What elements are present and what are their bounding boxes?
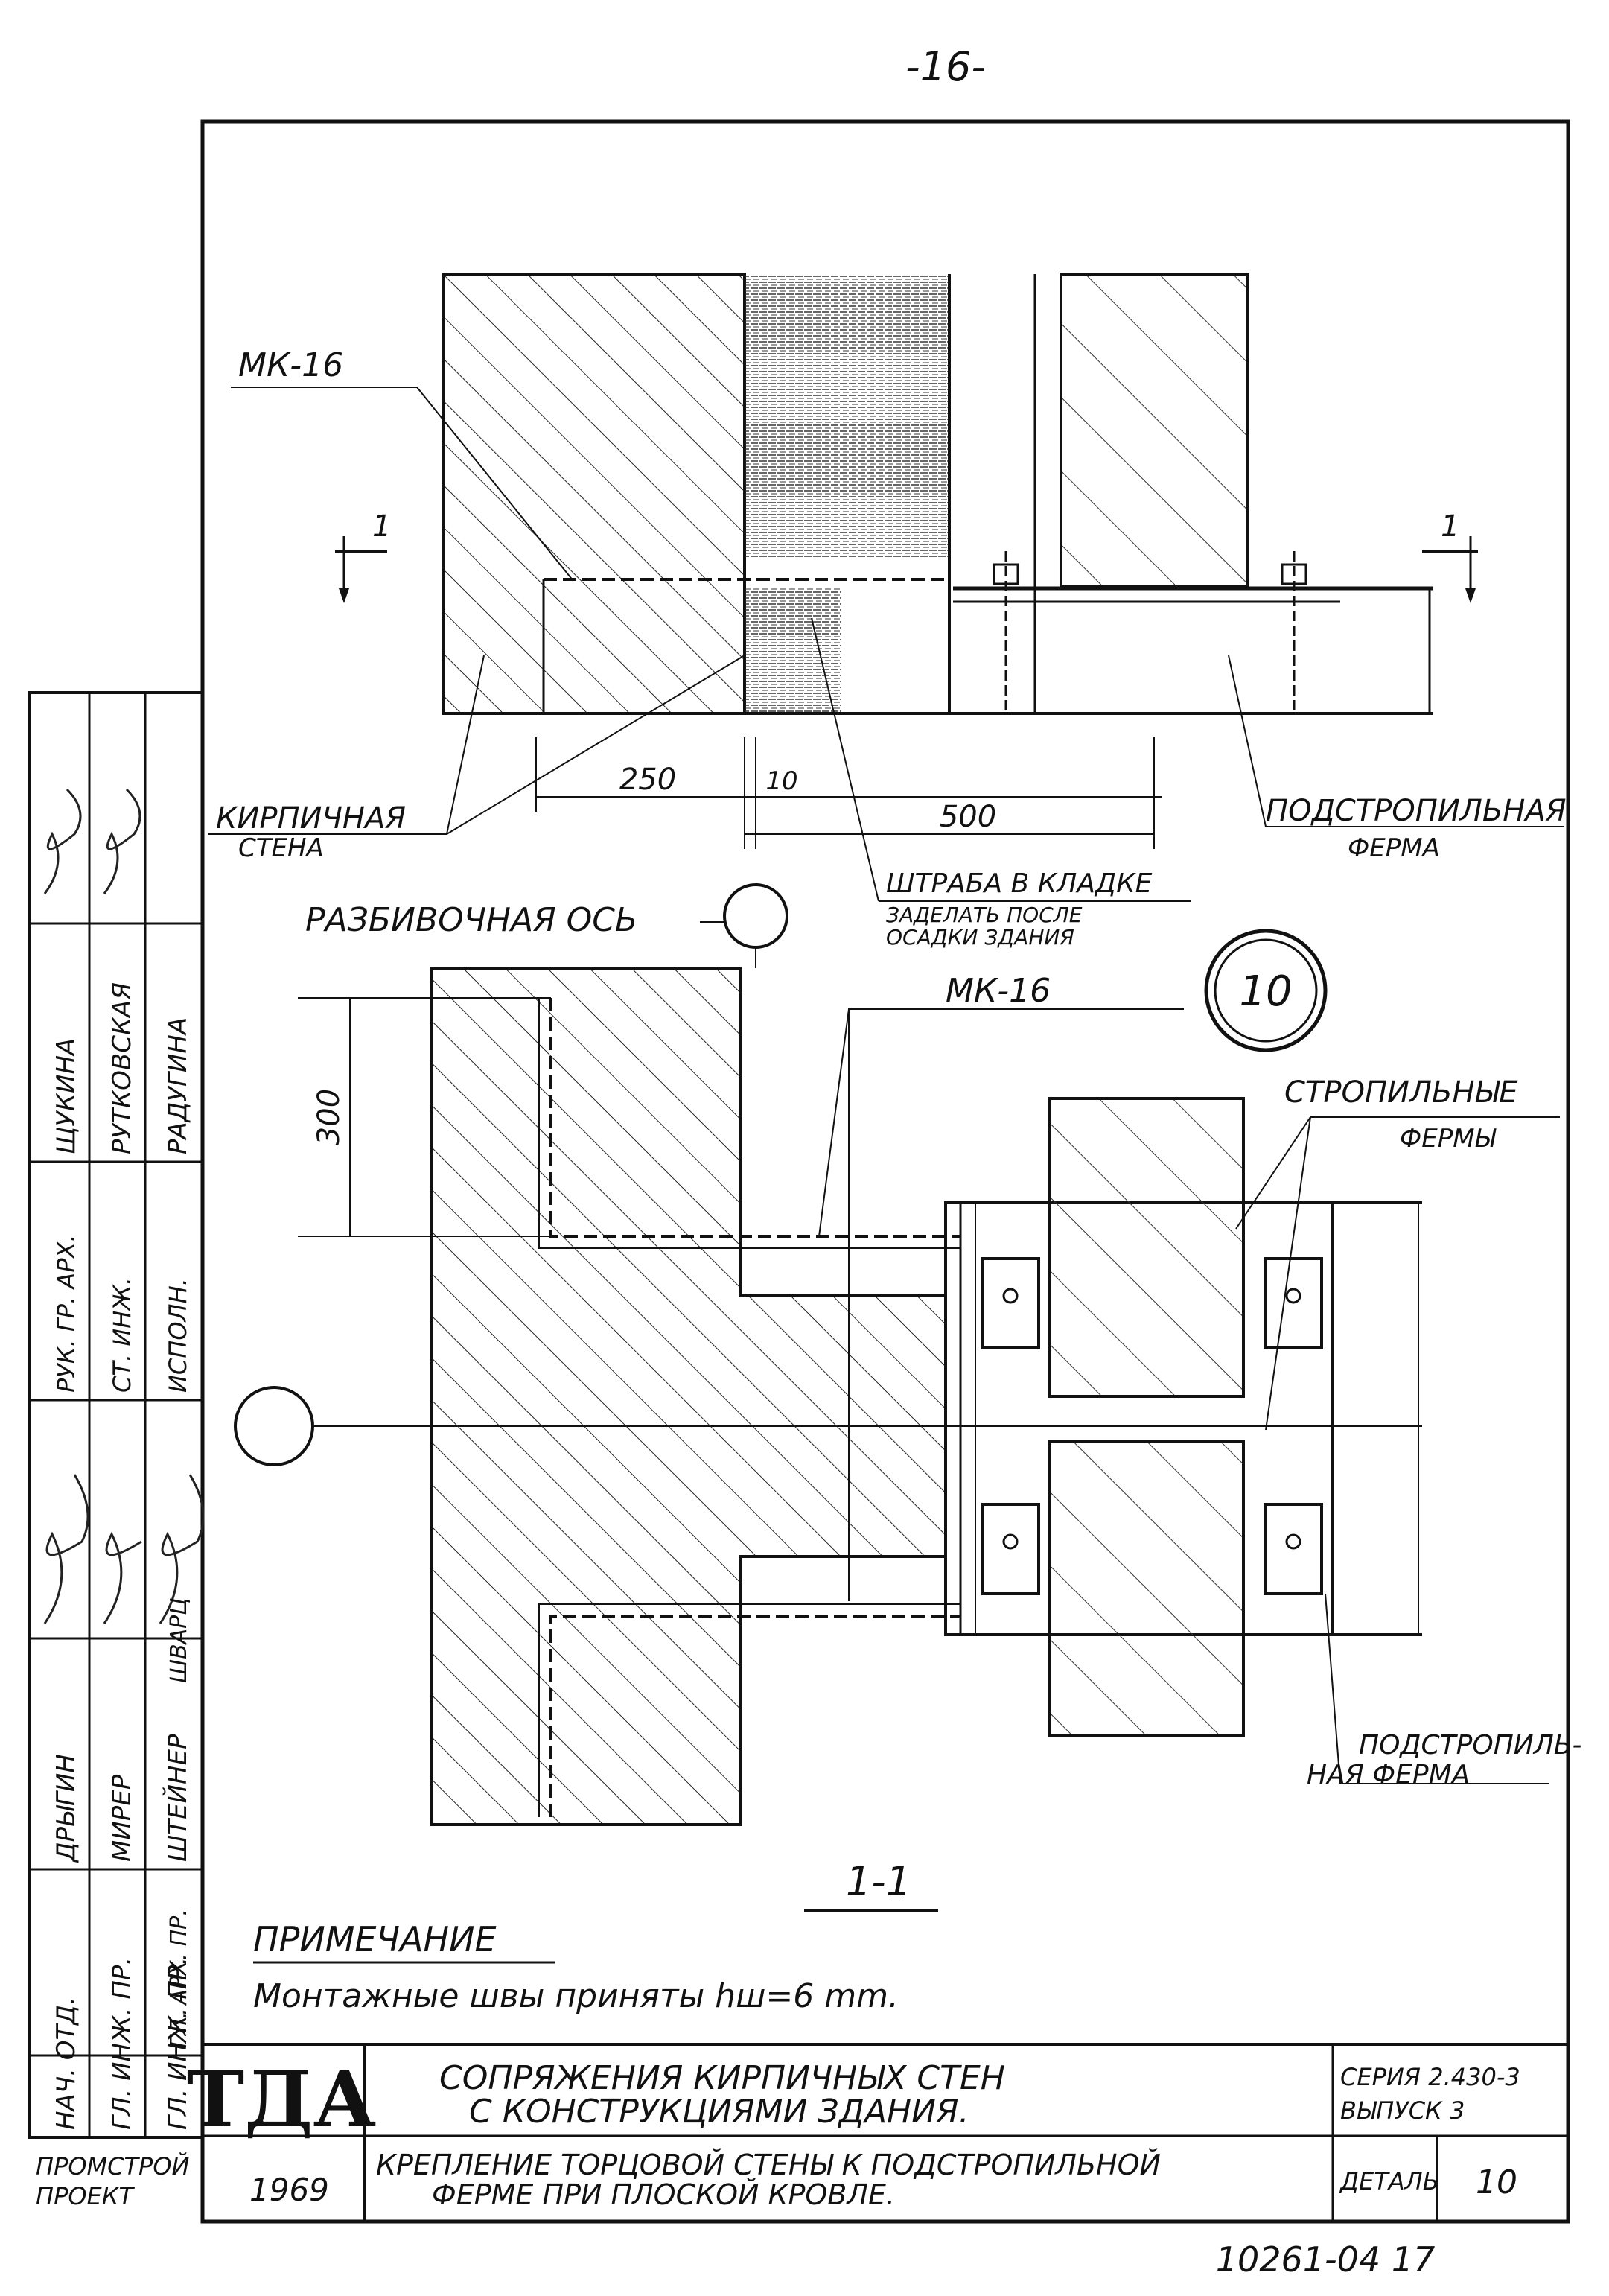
series-label-1: Серия 2.430-3 xyxy=(1340,2063,1520,2091)
note-text: Монтажные швы приняты hш=6 mm. xyxy=(253,1977,899,2015)
plate-upper-right xyxy=(1264,1257,1323,1349)
stamp-role-4: Рук. гр. арх. xyxy=(52,1234,80,1393)
roof-truss-label-2: фермы xyxy=(1400,1124,1497,1154)
title-sub-1: Крепление торцовой стены к подстропильно… xyxy=(376,2149,1161,2181)
brick-wall-section xyxy=(430,967,947,1826)
sub-truss-section-label-2: ная ферма xyxy=(1307,1760,1470,1790)
stamp-role-1: Гл. инж. пр. xyxy=(107,1957,137,2130)
title-sub-2: ферме при плоской кровле. xyxy=(432,2178,895,2211)
year: 1969 xyxy=(249,2172,329,2208)
axis-marker-left xyxy=(234,1386,314,1466)
dimension-row: 250 10 500 xyxy=(535,737,1162,849)
roof-truss-lower xyxy=(1048,1440,1245,1737)
chase-note-1: Заделать после xyxy=(886,903,1083,927)
brick-wall-label-2: стена xyxy=(238,833,324,863)
stamp-role-2: Гл. инж. пр. xyxy=(163,1957,193,2130)
dimension-250: 250 xyxy=(619,763,676,797)
page-number: -16- xyxy=(905,43,986,90)
org-1: Промстрой xyxy=(36,2152,190,2181)
brick-wall-plan xyxy=(442,273,746,715)
title-main-1: Сопряжения кирпичных стен xyxy=(439,2059,1005,2097)
section-view xyxy=(298,967,1560,1826)
stamp-name-0: Дрыгин xyxy=(51,1754,81,1863)
plan-view: 1 1 250 10 500 xyxy=(208,273,1564,902)
roof-truss-label-1: Стропильные xyxy=(1284,1075,1518,1110)
stamp-role-3: Гл. арх. пр. xyxy=(166,1909,192,2048)
plate-upper-left xyxy=(981,1257,1040,1349)
stamp-name-2: Штейнер xyxy=(162,1734,193,1862)
dimension-10: 10 xyxy=(765,766,797,796)
logo: ТДА xyxy=(187,2053,377,2145)
svg-text:1: 1 xyxy=(372,509,391,544)
roof-truss-upper xyxy=(1048,1097,1245,1398)
stamp-name-6: Радугина xyxy=(163,1017,193,1154)
title-block xyxy=(203,2043,1568,2222)
detail-label: Деталь xyxy=(1339,2167,1439,2195)
chase-note-2: осадки здания xyxy=(886,925,1074,950)
section-mark-left: 1 xyxy=(335,509,391,603)
stamp-name-3: Шварц xyxy=(166,1597,192,1683)
signature-stamp xyxy=(28,691,205,2139)
series-label-2: выпуск 3 xyxy=(1340,2096,1465,2125)
stamp-role-6: Исполн. xyxy=(164,1278,192,1393)
org-2: проект xyxy=(36,2182,135,2210)
axis-marker-top xyxy=(723,883,788,949)
sub-truss-top-label-2: ферма xyxy=(1348,833,1440,863)
dimension-300: 300 xyxy=(312,1089,346,1145)
bracket-mk16-section-bottom xyxy=(549,1615,960,1817)
detail-badge: 10 xyxy=(1204,929,1328,1052)
bolt-right xyxy=(1281,551,1307,715)
chase-label: Штраба в кладке xyxy=(886,868,1153,899)
axis-label: Разбивочная ось xyxy=(305,901,637,939)
plate-lower-right xyxy=(1264,1503,1323,1595)
stamp-name-1: Мирер xyxy=(107,1774,137,1862)
title-main-2: с конструкциями здания. xyxy=(469,2093,969,2131)
stamp-name-4: Щукина xyxy=(51,1038,81,1154)
concrete-column-plan xyxy=(1060,273,1249,588)
bracket-callout-top: мк-16 xyxy=(238,346,343,384)
bolt-left xyxy=(993,551,1019,715)
sub-truss-section-label-1: Подстропиль- xyxy=(1359,1730,1581,1761)
drawing-number: 10261-04 17 xyxy=(1216,2239,1436,2280)
svg-text:1: 1 xyxy=(1441,509,1459,544)
stamp-role-0: Нач. отд. xyxy=(51,1997,81,2130)
brick-wall-label-1: Кирпичная xyxy=(216,801,406,836)
bracket-callout-section: мк-16 xyxy=(946,972,1051,1010)
svg-text:10: 10 xyxy=(1239,967,1292,1016)
section-title: 1-1 xyxy=(846,1858,911,1905)
plate-lower-left xyxy=(981,1503,1040,1595)
note-heading: Примечание xyxy=(253,1919,497,1959)
sub-truss-top-label-1: Подстропильная xyxy=(1266,794,1567,828)
dimension-500: 500 xyxy=(940,800,996,834)
mortar-chase-plan xyxy=(745,274,949,557)
section-mark-right: 1 xyxy=(1422,509,1478,603)
detail-value: 10 xyxy=(1476,2163,1517,2201)
stamp-name-5: Рутковская xyxy=(107,982,137,1154)
stamp-role-5: Ст. инж. xyxy=(108,1277,136,1393)
